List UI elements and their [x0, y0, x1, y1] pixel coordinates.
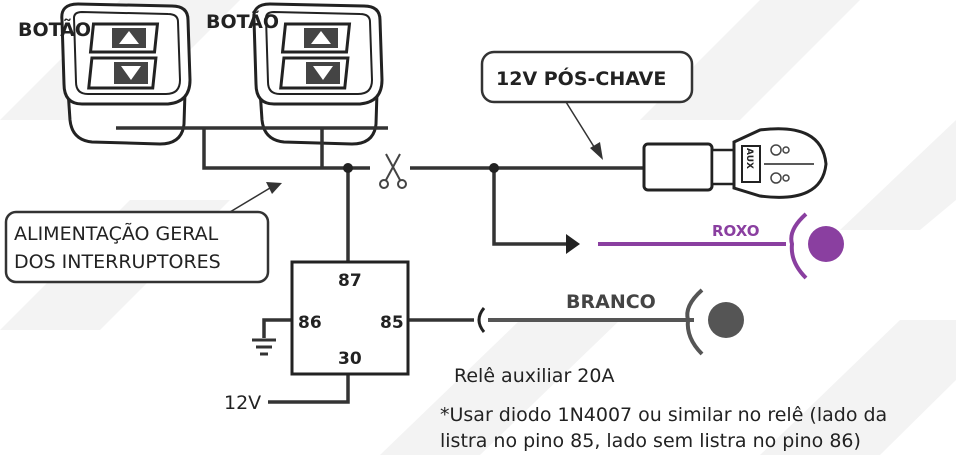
relay-caption: Relê auxiliar 20A	[454, 365, 614, 387]
pin-30-label: 30	[338, 349, 362, 369]
ignition-callout-box	[480, 50, 694, 104]
arrow-up-icon	[119, 31, 139, 44]
button-right-label: BOTÃO	[206, 9, 279, 33]
button-left-label: BOTÃO	[18, 17, 91, 41]
relay-box	[290, 260, 410, 376]
scissors-icon	[379, 153, 407, 189]
arrow-right-icon	[566, 234, 580, 254]
power-callout-line1: ALIMENTAÇÃO GERAL	[14, 222, 219, 245]
aux-tag-label: AUX	[744, 148, 754, 169]
aux-connector: AUX	[642, 127, 828, 199]
note-line-1: *Usar diodo 1N4007 ou similar no relê (l…	[440, 404, 887, 426]
arrow-up-icon	[311, 31, 331, 44]
junction-dot	[489, 163, 499, 173]
power-callout-box	[4, 210, 270, 284]
wires	[116, 126, 646, 404]
purple-wire-end	[808, 226, 844, 262]
purple-wire-cut	[789, 212, 808, 280]
white-wire-socket	[477, 307, 486, 333]
ignition-callout-label: 12V PÓS-CHAVE	[496, 66, 666, 90]
pin-85-label: 85	[380, 313, 404, 333]
power-callout-line2: DOS INTERRUPTORES	[14, 251, 221, 273]
arrow-pointer-icon	[266, 182, 282, 194]
pin-86-label: 86	[298, 313, 322, 333]
white-wire-end	[708, 302, 744, 338]
junction-dot	[343, 163, 353, 173]
pin-87-label: 87	[338, 271, 362, 291]
window-switch-left	[60, 2, 192, 146]
white-wire-label: BRANCO	[566, 291, 656, 313]
arrow-down-icon	[121, 66, 141, 80]
purple-wire-label: ROXO	[712, 222, 760, 240]
note-line-2: listra no pino 85, lado sem listra no pi…	[440, 430, 861, 452]
arrow-down-icon	[313, 66, 333, 80]
arrow-pointer-icon	[590, 142, 603, 160]
supply-12v-label: 12V	[224, 392, 261, 414]
ground-icon	[252, 338, 276, 356]
white-wire-cut	[685, 288, 704, 356]
